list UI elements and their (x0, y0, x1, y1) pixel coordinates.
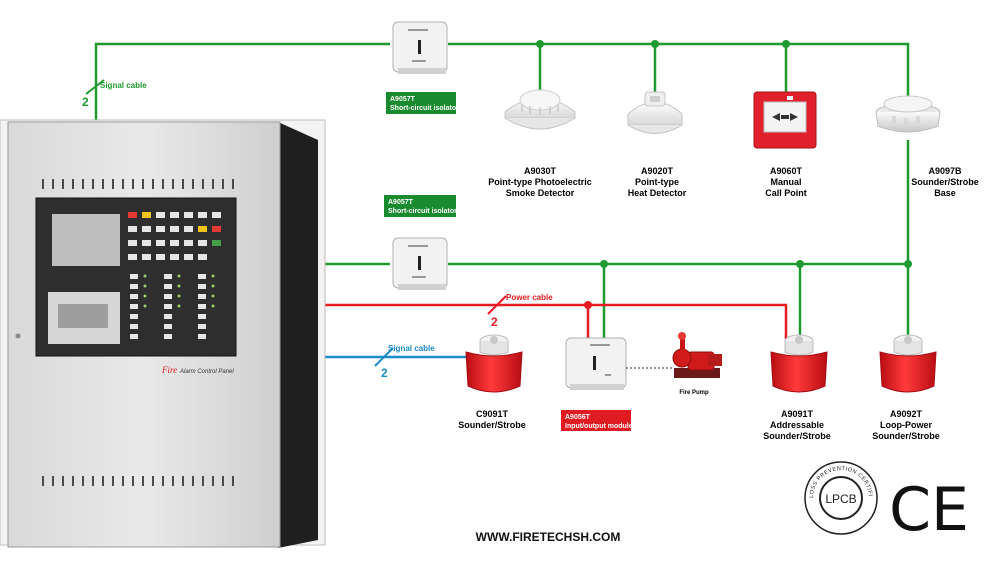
io-module-code: A9056T (565, 414, 591, 421)
call-point-type: Manual (770, 177, 801, 187)
io-module-name: Input/output module (565, 423, 633, 430)
power-cable-count: 2 (491, 315, 498, 329)
short-circuit-isolator-1 (392, 21, 448, 74)
call-point-code: A9060T (770, 166, 803, 176)
bottom-signal-cable-count: 2 (381, 366, 388, 380)
smoke-detector-icon (504, 89, 576, 130)
website-url: WWW.FIRETECHSH.COM (476, 530, 621, 544)
isolator-2-tag (384, 195, 456, 217)
io-module-tag (561, 410, 631, 431)
a9092t-sounder-strobe-icon (879, 334, 937, 393)
sounder-base-name: Base (934, 188, 956, 198)
a9091t-code: A9091T (781, 409, 814, 419)
panel-brand-word: Fire (161, 365, 177, 375)
fire-pump-label: Fire Pump (679, 390, 709, 396)
isolator-2-name: Short-circuit isolator (388, 208, 457, 215)
a9091t-name: Sounder/Strobe (763, 431, 831, 441)
top-signal-junctions (536, 40, 790, 48)
heat-detector-name: Heat Detector (628, 188, 687, 198)
input-output-module-icon (565, 337, 627, 390)
c9091t-name: Sounder/Strobe (458, 420, 526, 430)
a9092t-type: Loop-Power (880, 420, 932, 430)
a9091t-type: Addressable (770, 420, 824, 430)
call-point-name: Call Point (765, 188, 807, 198)
panel-subtitle: Alarm Control Panel (179, 369, 234, 375)
power-cable-junction (584, 301, 592, 309)
heat-detector-icon (627, 91, 683, 134)
heat-detector-type: Point-type (635, 177, 679, 187)
panel-lock-icon (15, 333, 21, 339)
power-cable (325, 303, 788, 340)
smoke-detector-type: Point-type Photoelectric (488, 177, 592, 187)
a9092t-code: A9092T (890, 409, 923, 419)
manual-call-point-icon (753, 91, 817, 149)
short-circuit-isolator-2 (392, 237, 448, 290)
isolator-1-name: Short-circuit isolator (390, 105, 459, 112)
sounder-base-type: Sounder/Strobe (911, 177, 979, 187)
power-cable-slash (487, 295, 507, 315)
top-signal-cable-count: 2 (82, 95, 89, 109)
sounder-base-code: A9097B (928, 166, 962, 176)
ce-mark-logo: CE (889, 475, 969, 545)
top-signal-cable-slash (85, 79, 105, 95)
a9091t-sounder-strobe-icon (770, 334, 828, 393)
fire-pump-icon (672, 332, 722, 378)
fire-alarm-control-panel: Fire Alarm Control Panel (0, 119, 326, 548)
isolator-1-tag (386, 92, 456, 114)
bottom-signal-cable-slash (374, 347, 394, 367)
smoke-detector-name: Smoke Detector (506, 188, 575, 198)
bottom-signal-cable-label: Signal cable (388, 344, 435, 353)
c9091t-sounder-strobe-icon (465, 334, 523, 393)
top-signal-cable-label: Signal cable (100, 81, 147, 90)
top-signal-cable (94, 42, 910, 264)
heat-detector-code: A9020T (641, 166, 674, 176)
c9091t-code: C9091T (476, 409, 509, 419)
smoke-detector-code: A9030T (524, 166, 557, 176)
isolator-2-code: A9057T (388, 199, 414, 206)
isolator-1-code: A9057T (390, 96, 416, 103)
lpcb-logo-text: LPCB (825, 492, 856, 506)
sounder-strobe-base-icon (875, 95, 941, 133)
middle-signal-junctions (600, 260, 912, 268)
power-cable-label: Power cable (506, 293, 553, 302)
a9092t-name: Sounder/Strobe (872, 431, 940, 441)
